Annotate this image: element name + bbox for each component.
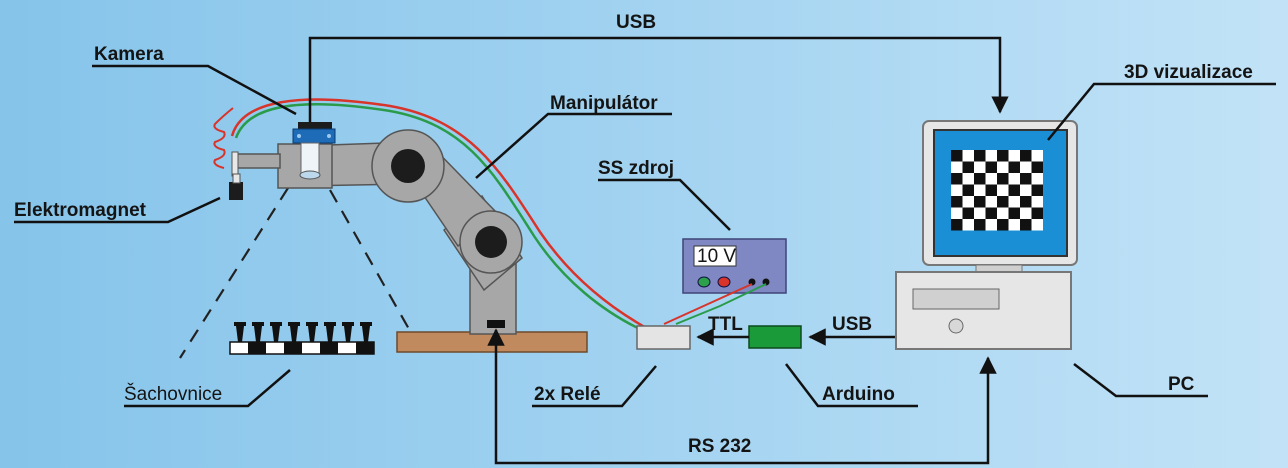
leader-vizualizace	[1047, 82, 1276, 141]
chess-piece-icon	[288, 322, 300, 342]
label-pc: PC	[1168, 374, 1195, 395]
label-usb-bottom: USB	[832, 314, 872, 335]
rs232-connection	[487, 328, 997, 465]
camera-view-right	[329, 189, 423, 353]
arduino-board	[748, 325, 802, 349]
label-sachovnice: Šachovnice	[124, 383, 222, 405]
camera-icon	[292, 122, 336, 180]
leader-sachovnice	[124, 369, 291, 408]
leader-rele	[532, 365, 657, 408]
supply-display-text: 10 V	[697, 246, 736, 267]
leader-elektromagnet	[14, 196, 221, 224]
pc-case	[895, 271, 1072, 350]
label-kamera: Kamera	[94, 44, 164, 65]
relay-box	[636, 325, 691, 350]
label-arduino: Arduino	[822, 384, 895, 405]
supply-display	[693, 245, 737, 267]
chess-piece-icon	[324, 322, 336, 342]
chess-piece-icon	[270, 322, 282, 342]
chess-piece-icon	[306, 322, 318, 342]
power-supply: 10 V	[682, 238, 787, 294]
rs232-port	[487, 320, 505, 328]
leader-arduino	[785, 363, 918, 408]
cable-red	[230, 98, 651, 332]
label-usb-top: USB	[616, 12, 656, 33]
leader-pc	[1073, 363, 1208, 398]
leader-ss-zdroj	[598, 178, 731, 231]
usb-top-connection	[308, 36, 1009, 122]
leader-kamera	[92, 64, 297, 116]
label-vizualizace: 3D vizualizace	[1124, 62, 1253, 83]
board-square	[284, 342, 302, 354]
camera-view-left	[179, 187, 289, 359]
base-plate	[396, 331, 588, 353]
pc-computer	[895, 120, 1078, 350]
label-ss-zdroj: SS zdroj	[598, 158, 674, 179]
label-ttl: TTL	[708, 314, 743, 335]
board-square	[248, 342, 266, 354]
board-square	[356, 342, 374, 354]
label-elektromagnet: Elektromagnet	[14, 200, 147, 221]
coil-cable	[213, 107, 234, 169]
label-manipulator: Manipulátor	[550, 93, 658, 114]
label-rele: 2x Relé	[534, 384, 601, 405]
label-rs232: RS 232	[688, 436, 751, 457]
chess-piece-icon	[360, 322, 372, 342]
chess-piece-icon	[342, 322, 354, 342]
chess-piece-icon	[252, 322, 264, 342]
electromagnet-icon	[229, 182, 243, 200]
robot-arm	[229, 129, 523, 335]
board-square	[320, 342, 338, 354]
screen-chessboard	[951, 150, 1043, 231]
leader-manipulator	[475, 112, 672, 179]
chessboard	[229, 322, 375, 355]
chess-piece-icon	[234, 322, 246, 342]
